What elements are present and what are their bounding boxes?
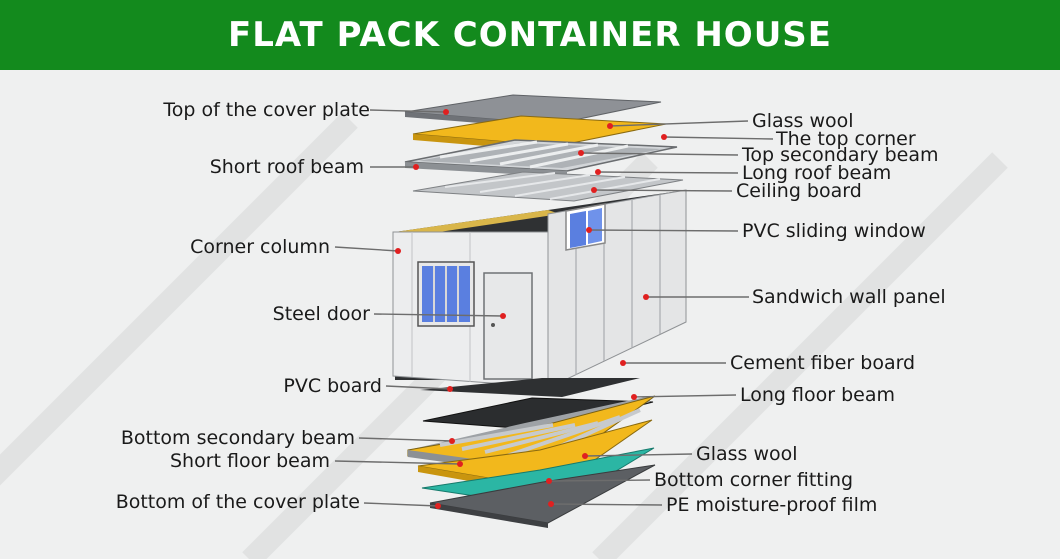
dot-top-cover-plate <box>443 109 449 115</box>
label-corner-column: Corner column <box>190 236 330 258</box>
dot-sandwich-wall-panel <box>643 294 649 300</box>
dot-long-floor-beam <box>631 394 637 400</box>
cement-fiber-board-underlay <box>420 378 640 397</box>
dot-short-roof-beam <box>413 164 419 170</box>
dot-cement-fiber-board <box>620 360 626 366</box>
pvc-board <box>422 397 654 431</box>
dot-corner-column <box>395 248 401 254</box>
dot-steel-door <box>500 313 506 319</box>
exploded-house-diagram <box>0 94 1008 559</box>
label-cement-fiber-board: Cement fiber board <box>730 352 916 374</box>
dot-pvc-board <box>447 386 453 392</box>
label-bottom-corner-fitting: Bottom corner fitting <box>654 469 854 491</box>
label-top-cover-plate: Top of the cover plate <box>163 99 370 121</box>
label-pvc-board: PVC board <box>283 375 382 397</box>
label-pe-moisture-proof-film: PE moisture-proof film <box>666 494 878 516</box>
leader-lines <box>334 109 774 507</box>
dot-bottom-corner-fitting <box>546 478 552 484</box>
dot-pvc-sliding-window <box>586 227 592 233</box>
label-steel-door: Steel door <box>272 303 370 325</box>
bottom-cover-plate <box>429 464 656 528</box>
dot-bottom-cover-plate <box>435 503 441 509</box>
label-bottom-cover-plate: Bottom of the cover plate <box>115 491 360 513</box>
label-pvc-sliding-window: PVC sliding window <box>742 220 926 242</box>
steel-door <box>483 272 533 380</box>
ceiling-board <box>412 171 684 202</box>
label-top-secondary-beam: Top secondary beam <box>742 144 939 166</box>
label-short-floor-beam: Short floor beam <box>170 450 330 472</box>
label-short-roof-beam: Short roof beam <box>209 156 364 178</box>
marker-dots <box>395 109 667 509</box>
label-long-floor-beam: Long floor beam <box>740 384 895 406</box>
dot-bottom-secondary-beam <box>449 438 455 444</box>
label-sandwich-wall-panel: Sandwich wall panel <box>752 286 946 308</box>
dot-glass-wool-bottom <box>582 453 588 459</box>
label-ceiling-board: Ceiling board <box>736 180 862 202</box>
label-glass-wool-bottom: Glass wool <box>696 443 798 465</box>
header-banner: FLAT PACK CONTAINER HOUSE <box>0 0 1060 70</box>
label-bottom-secondary-beam: Bottom secondary beam <box>120 427 355 449</box>
pvc-sliding-window <box>565 203 606 251</box>
front-window <box>417 261 475 327</box>
side-interior-wall <box>395 210 560 236</box>
dot-short-floor-beam <box>457 461 463 467</box>
dot-pe-film <box>548 501 554 507</box>
label-top-corner: The top corner <box>776 128 916 150</box>
dot-top-secondary-beam <box>578 150 584 156</box>
dot-top-corner <box>661 134 667 140</box>
dot-glass-wool-top <box>607 123 613 129</box>
label-glass-wool-top: Glass wool <box>752 110 854 132</box>
dot-long-roof-beam <box>595 169 601 175</box>
dot-ceiling-board <box>591 187 597 193</box>
label-long-roof-beam: Long roof beam <box>742 162 892 184</box>
page-title: FLAT PACK CONTAINER HOUSE <box>227 15 833 55</box>
